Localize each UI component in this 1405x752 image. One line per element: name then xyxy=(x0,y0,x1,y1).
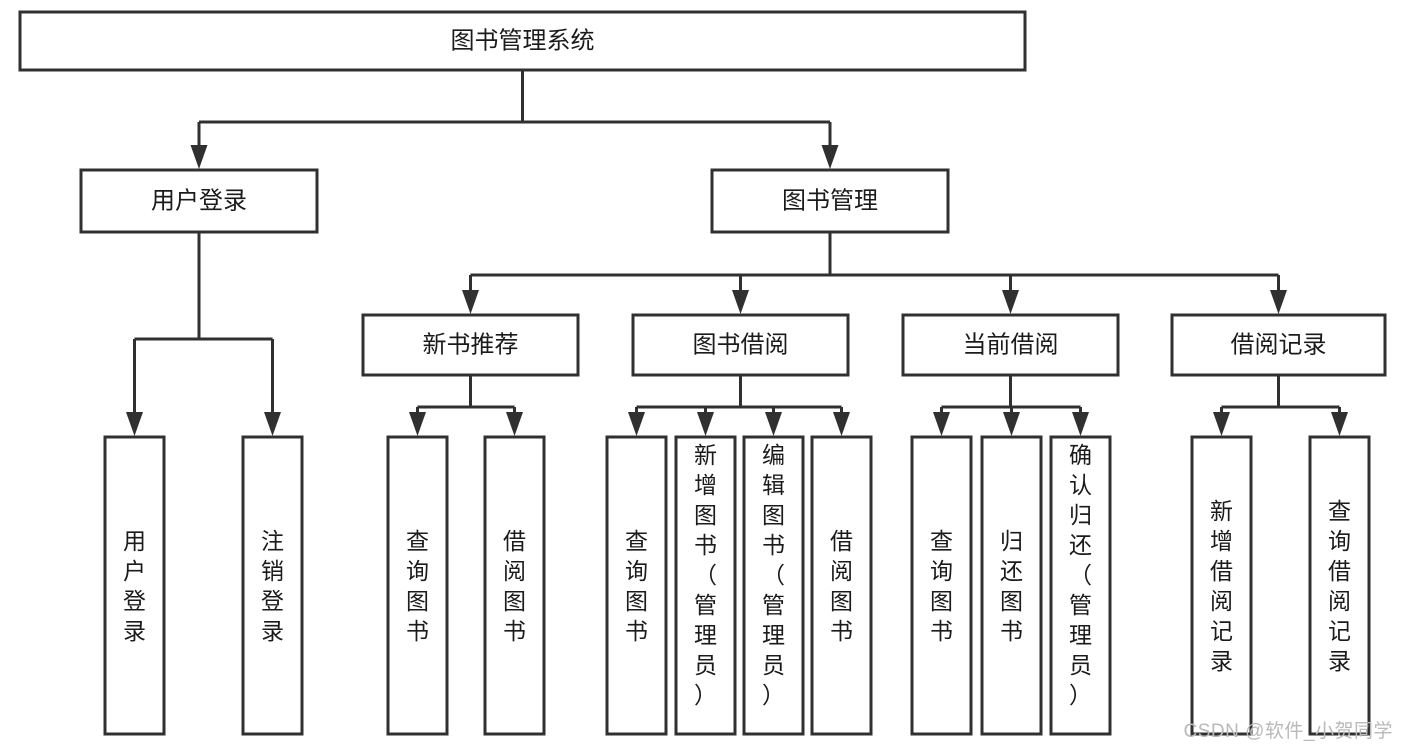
node-l2-2[interactable]: 图书管理 xyxy=(710,168,950,234)
arrow-head-icon xyxy=(409,412,426,436)
node-lf-4[interactable]: 借阅图书 xyxy=(483,435,546,736)
edges-layer xyxy=(126,70,1348,436)
node-lf-2[interactable]: 注销登录 xyxy=(241,435,304,736)
node-box[interactable] xyxy=(742,435,805,736)
node-lf-13[interactable]: 查询借阅记录 xyxy=(1308,435,1371,736)
nodes-layer: 图书管理系统用户登录图书管理新书推荐图书借阅当前借阅借阅记录用户登录注销登录查询… xyxy=(18,10,1387,736)
node-l2-1[interactable]: 用户登录 xyxy=(79,168,319,234)
node-lf-12[interactable]: 新增借阅记录 xyxy=(1190,435,1253,736)
node-label: 新书推荐 xyxy=(423,331,519,358)
node-root[interactable]: 图书管理系统 xyxy=(18,10,1027,72)
node-box[interactable] xyxy=(901,313,1120,377)
node-label: 注销登录 xyxy=(261,528,284,644)
node-box[interactable] xyxy=(1049,435,1112,736)
node-box[interactable] xyxy=(810,435,873,736)
node-box[interactable] xyxy=(18,10,1027,72)
node-box[interactable] xyxy=(674,435,737,736)
node-box[interactable] xyxy=(605,435,668,736)
arrow-head-icon xyxy=(1213,412,1230,436)
node-box[interactable] xyxy=(483,435,546,736)
node-label: 用户登录 xyxy=(151,187,247,214)
arrow-head-icon xyxy=(462,290,479,314)
node-box[interactable] xyxy=(361,313,580,377)
node-box[interactable] xyxy=(980,435,1043,736)
arrow-head-icon xyxy=(1003,412,1020,436)
node-label: 当前借阅 xyxy=(963,331,1059,358)
node-l3-1[interactable]: 新书推荐 xyxy=(361,313,580,377)
node-box[interactable] xyxy=(1308,435,1371,736)
node-box[interactable] xyxy=(386,435,449,736)
node-box[interactable] xyxy=(1170,313,1387,377)
arrow-head-icon xyxy=(1270,290,1287,314)
node-box[interactable] xyxy=(631,313,850,377)
node-l3-2[interactable]: 图书借阅 xyxy=(631,313,850,377)
node-lf-8[interactable]: 借阅图书 xyxy=(810,435,873,736)
arrow-head-icon xyxy=(628,412,645,436)
node-lf-5[interactable]: 查询图书 xyxy=(605,435,668,736)
node-label: 确认归还（管理员） xyxy=(1069,442,1092,708)
arrow-head-icon xyxy=(126,412,143,436)
node-box[interactable] xyxy=(710,168,950,234)
node-box[interactable] xyxy=(910,435,973,736)
node-label: 查询图书 xyxy=(406,528,429,644)
node-lf-10[interactable]: 归还图书 xyxy=(980,435,1043,736)
node-label: 借阅记录 xyxy=(1231,331,1327,358)
node-box[interactable] xyxy=(241,435,304,736)
arrow-head-icon xyxy=(506,412,523,436)
arrow-head-icon xyxy=(264,412,281,436)
arrow-head-icon xyxy=(933,412,950,436)
node-box[interactable] xyxy=(79,168,319,234)
node-label: 编辑图书（管理员） xyxy=(762,442,785,708)
arrow-head-icon xyxy=(1331,412,1348,436)
node-label: 查询图书 xyxy=(930,528,953,644)
node-label: 归还图书 xyxy=(1000,528,1023,644)
node-label: 新增借阅记录 xyxy=(1210,498,1233,674)
node-l3-4[interactable]: 借阅记录 xyxy=(1170,313,1387,377)
node-label: 查询借阅记录 xyxy=(1328,498,1351,674)
node-lf-1[interactable]: 用户登录 xyxy=(103,435,166,736)
node-lf-11[interactable]: 确认归还（管理员） xyxy=(1049,435,1112,736)
node-l3-3[interactable]: 当前借阅 xyxy=(901,313,1120,377)
arrow-head-icon xyxy=(697,412,714,436)
node-label: 借阅图书 xyxy=(503,528,526,644)
node-label: 借阅图书 xyxy=(830,528,853,644)
arrow-head-icon xyxy=(732,290,749,314)
node-label: 查询图书 xyxy=(625,528,648,644)
arrow-head-icon xyxy=(1072,412,1089,436)
node-label: 用户登录 xyxy=(123,528,146,644)
arrow-head-icon xyxy=(833,412,850,436)
node-lf-7[interactable]: 编辑图书（管理员） xyxy=(742,435,805,736)
node-box[interactable] xyxy=(1190,435,1253,736)
arrow-head-icon xyxy=(821,145,839,169)
arrow-head-icon xyxy=(765,412,782,436)
node-label: 新增图书（管理员） xyxy=(694,442,717,708)
node-label: 图书借阅 xyxy=(693,331,789,358)
arrow-head-icon xyxy=(1002,290,1019,314)
arrow-head-icon xyxy=(190,145,208,169)
node-lf-3[interactable]: 查询图书 xyxy=(386,435,449,736)
node-lf-6[interactable]: 新增图书（管理员） xyxy=(674,435,737,736)
node-label: 图书管理 xyxy=(782,187,878,214)
node-box[interactable] xyxy=(103,435,166,736)
node-label: 图书管理系统 xyxy=(451,27,595,54)
node-lf-9[interactable]: 查询图书 xyxy=(910,435,973,736)
